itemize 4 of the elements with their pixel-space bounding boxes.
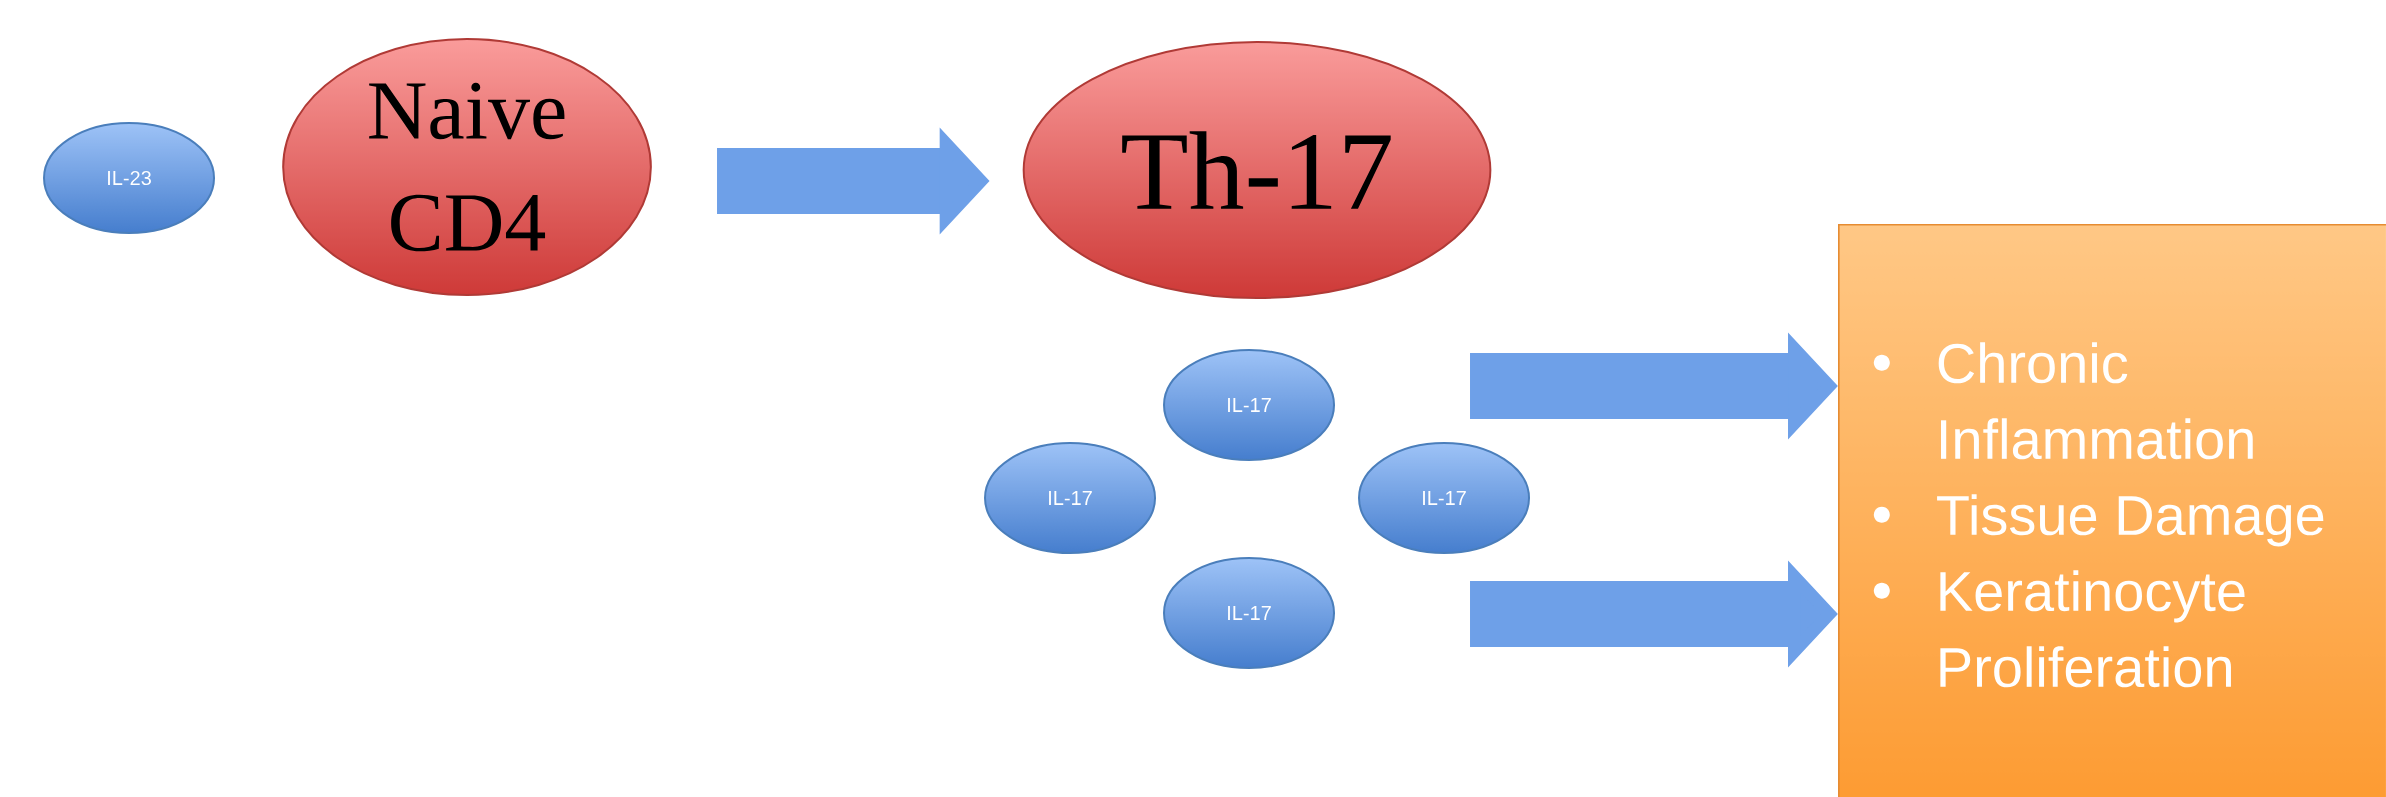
outcome-box [1838, 224, 2386, 797]
bullet-item: Chronic Inflammation [1873, 342, 2253, 460]
bullet-item: Keratinocyte Proliferation [1873, 570, 2245, 688]
bullet-item: Tissue Damage [1873, 494, 2324, 547]
